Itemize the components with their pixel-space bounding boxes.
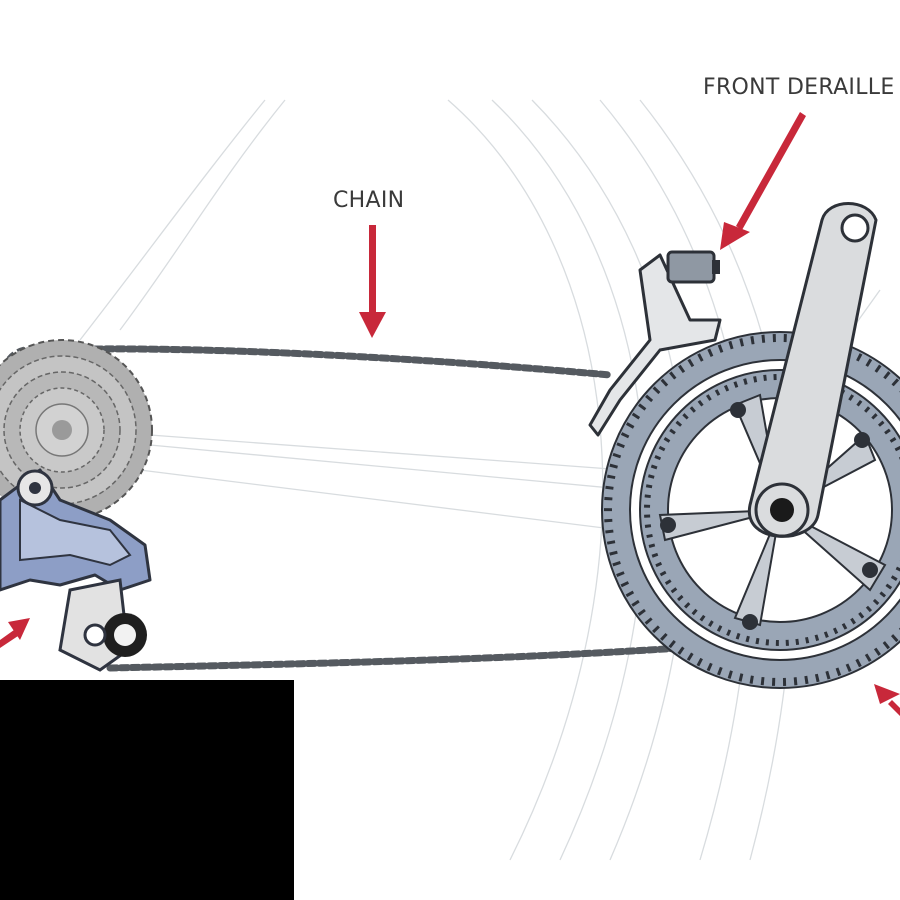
crank-arm-icon xyxy=(748,202,878,538)
pointer-arrows xyxy=(0,112,900,716)
chain-arrow-icon xyxy=(359,225,386,338)
cassette-icon xyxy=(0,339,153,521)
chainring-arrow-icon xyxy=(874,684,900,716)
front-derailleur-label: FRONT DERAILLE xyxy=(703,75,895,100)
front-derailleur-icon xyxy=(588,250,722,437)
rear-derailleur-arrow-icon xyxy=(0,618,30,648)
chain-label: CHAIN xyxy=(333,188,405,213)
redaction-block xyxy=(0,680,294,900)
front-derailleur-arrow-icon xyxy=(720,112,806,250)
rear-derailleur-icon xyxy=(0,468,152,672)
